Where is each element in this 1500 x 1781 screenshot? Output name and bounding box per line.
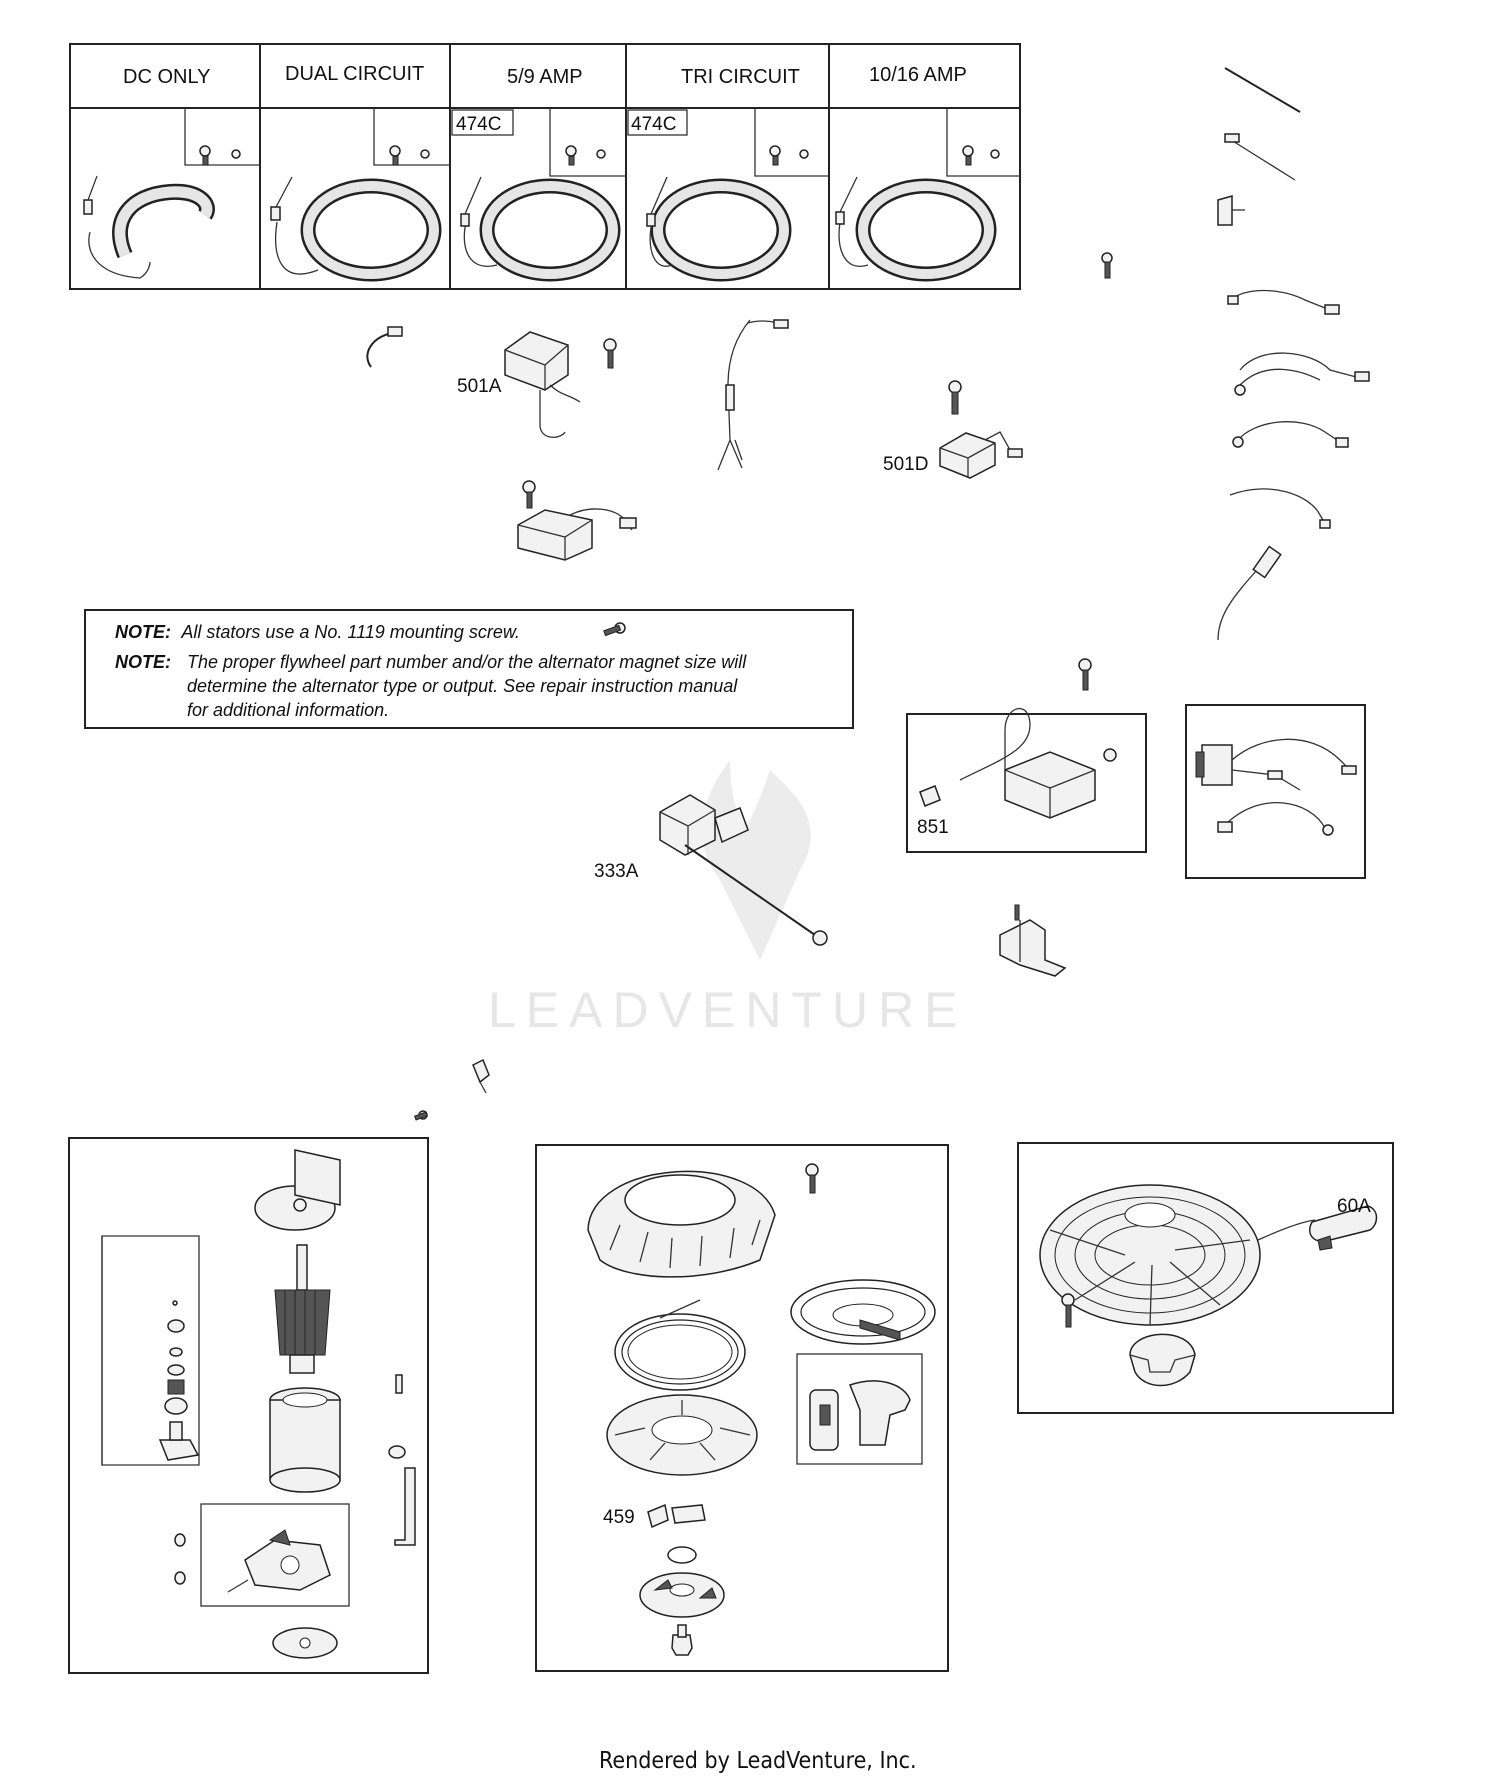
clip-icon [472, 1058, 490, 1094]
end-cap [254, 1149, 341, 1231]
note-1: NOTE: All stators use a No. 1119 mountin… [115, 622, 520, 642]
handle-inset [796, 1353, 923, 1465]
screw-icon [948, 380, 962, 415]
brush-holder-inset [200, 1503, 350, 1607]
screw-icon [962, 145, 1000, 166]
label-474c: 474C [631, 114, 676, 135]
right-wires [1217, 67, 1370, 641]
label-474c: 474C [456, 114, 501, 135]
screw-icon [603, 622, 626, 637]
note-2-line-1: The proper flywheel part number and/or t… [187, 652, 747, 672]
stator-dc-only [83, 175, 215, 279]
note-box: NOTE: All stators use a No. 1119 mountin… [84, 609, 854, 729]
stator-tri-circuit [646, 176, 792, 282]
screw-icon [1061, 1293, 1075, 1328]
label-333a: 333A [594, 861, 639, 882]
rewind-housing [1039, 1184, 1261, 1326]
connector-harness-box [1185, 704, 1366, 879]
screw-insets [184, 108, 1020, 177]
through-bolt [388, 1374, 416, 1546]
header-dual-circuit: DUAL CIRCUIT [285, 63, 424, 85]
center-screw [671, 1624, 693, 1656]
starter-motor-box [68, 1137, 429, 1674]
stator-5-9-amp [460, 176, 621, 282]
screw-icon [199, 145, 241, 166]
stator-10-16-amp [835, 176, 997, 282]
header-dc-only: DC ONLY [123, 66, 210, 88]
rope-coil [790, 1279, 936, 1345]
label-459: 459 [603, 1507, 635, 1528]
terminal-bracket [999, 904, 1067, 977]
note-2-line-2: determine the alternator type or output.… [187, 676, 738, 696]
regulator-501a: 501A [457, 331, 581, 438]
rectifier-501d: 501D [883, 431, 1023, 479]
label-501a: 501A [457, 376, 502, 397]
stator-table: DC ONLY DUAL CIRCUIT 5/9 AMP TRI CIRCUIT… [69, 43, 1021, 290]
footer-credit: Rendered by LeadVenture, Inc. [599, 1748, 917, 1774]
motor-housing [269, 1387, 341, 1493]
wire-lead [366, 326, 403, 368]
header-10-16-amp: 10/16 AMP [869, 64, 967, 86]
watermark: LEADVENTURE [488, 760, 968, 1038]
note-2-line-3: for additional information. [187, 700, 389, 720]
pulley [606, 1394, 758, 1476]
armature [274, 1244, 331, 1374]
header-tri-circuit: TRI CIRCUIT [681, 66, 800, 88]
label-501d: 501D [883, 454, 928, 475]
rewind-starter-box: 459 [535, 1144, 949, 1672]
screw-icon [414, 1110, 428, 1121]
stator-dual-circuit [270, 176, 442, 282]
note-2-label: NOTE: [115, 652, 171, 672]
cup [1129, 1333, 1196, 1387]
screw-icon [769, 145, 809, 166]
screw-icon [1078, 658, 1092, 691]
screw-icon [603, 338, 617, 369]
label-60a: 60A [1337, 1196, 1371, 1217]
screw-icon [1101, 252, 1113, 279]
label-851: 851 [917, 817, 949, 838]
rewind-60a-box: 60A [1017, 1142, 1394, 1414]
ignition-module-box: 851 [906, 707, 1147, 853]
screw-icon [522, 480, 536, 509]
starter-housing [587, 1170, 776, 1278]
armature-333a: 333A [594, 794, 828, 946]
watermark-logo-icon [701, 760, 811, 960]
recoil-spring [614, 1299, 746, 1391]
rope-handle [1309, 1205, 1378, 1251]
regulator-module [517, 480, 637, 561]
screw-icon [805, 1163, 819, 1194]
pawl-459: 459 [603, 1503, 706, 1529]
screw-icon [389, 145, 430, 166]
watermark-text: LEADVENTURE [488, 982, 968, 1038]
wire-harness [717, 319, 789, 471]
retainer [639, 1572, 725, 1618]
small-parts-stack [158, 1300, 200, 1461]
header-5-9-amp: 5/9 AMP [507, 66, 583, 88]
screw-icon [565, 145, 606, 166]
